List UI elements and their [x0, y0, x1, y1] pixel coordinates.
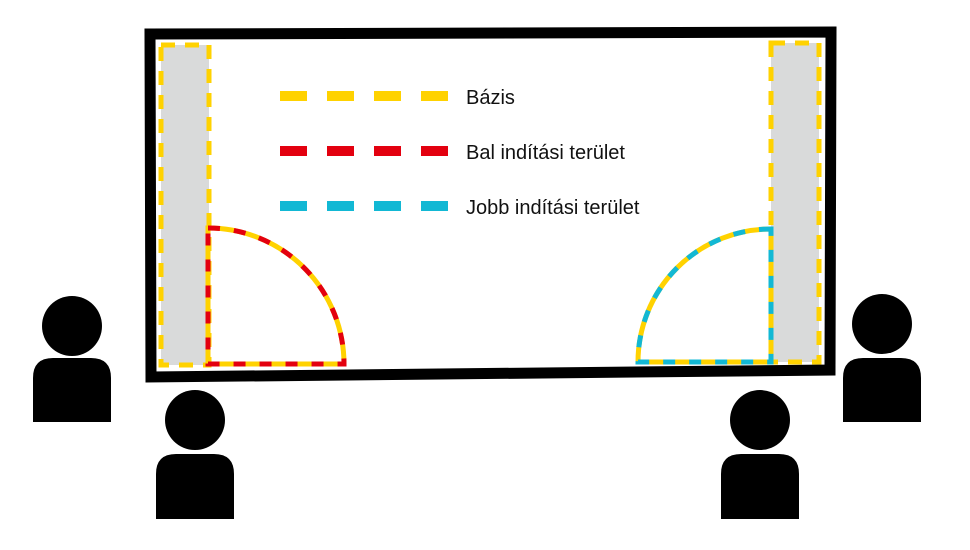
right-start-area	[635, 226, 774, 365]
left-start-area	[205, 225, 347, 367]
legend: Bázis Bal indítási terület Jobb indítási…	[280, 87, 640, 219]
right-base-area	[768, 40, 822, 365]
legend-label-base: Bázis	[466, 87, 515, 109]
person-icon	[33, 296, 111, 422]
person-icon	[843, 294, 921, 422]
legend-label-left-start: Bal indítási terület	[466, 142, 625, 164]
person-icon	[721, 390, 799, 519]
person-icon	[156, 390, 234, 519]
legend-label-right-start: Jobb indítási terület	[466, 197, 640, 219]
left-base-area	[158, 42, 212, 368]
